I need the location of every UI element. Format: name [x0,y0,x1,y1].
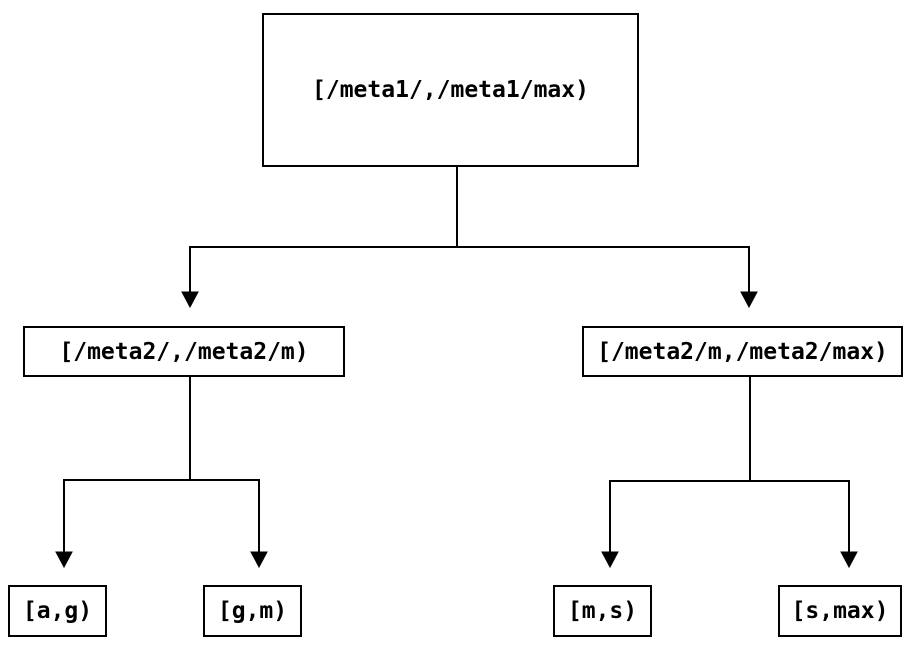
edge-root-left [181,167,458,309]
arrowhead-icon [55,551,73,569]
edge-right-ms [601,377,751,569]
arrowhead-icon [250,551,268,569]
node-meta2-low-range: [/meta2/,/meta2/m) [23,326,345,377]
arrowhead-icon [840,551,858,569]
node-range-g-m: [g,m) [203,585,302,637]
edge-left-gm [189,377,268,569]
edge-line [63,377,191,552]
edge-line [189,167,458,292]
edge-line [609,377,751,552]
edge-root-right [456,167,758,309]
arrowhead-icon [740,291,758,309]
node-range-s-max: [s,max) [778,585,902,637]
edge-line [456,167,750,292]
node-range-a-g: [a,g) [8,585,107,637]
arrowhead-icon [181,291,199,309]
edge-line [189,377,260,552]
edge-line [749,377,850,552]
edge-right-smax [749,377,858,569]
node-range-m-s: [m,s) [553,585,652,637]
node-meta1-range: [/meta1/,/meta1/max) [262,13,639,167]
edge-left-ag [55,377,191,569]
arrowhead-icon [601,551,619,569]
node-meta2-high-range: [/meta2/m,/meta2/max) [582,326,903,377]
